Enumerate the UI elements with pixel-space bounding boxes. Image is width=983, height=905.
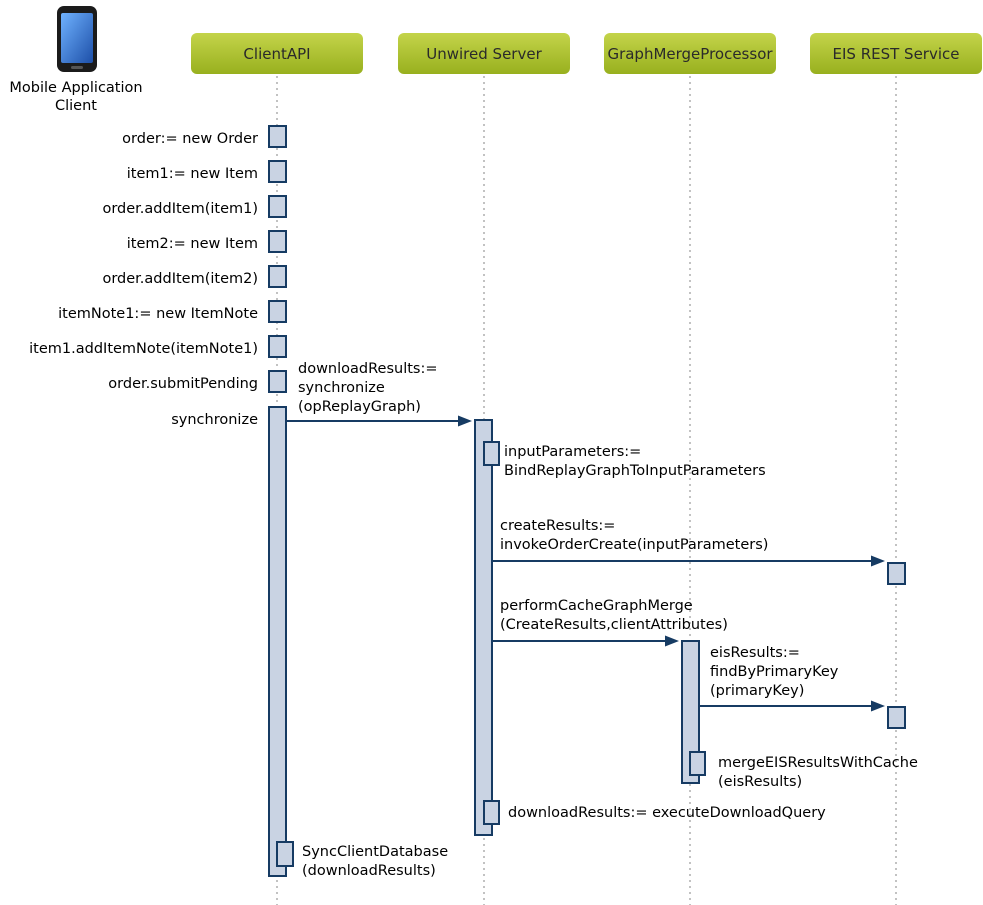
svg-text:BindReplayGraphToInputParamete: BindReplayGraphToInputParameters <box>504 463 766 479</box>
activation-client-syncdb <box>276 841 294 867</box>
client-call-label: item1.addItemNote(itemNote1) <box>29 341 258 357</box>
participant-unwired-server: Unwired Server <box>398 33 570 74</box>
client-call-label: order.addItem(item1) <box>102 201 258 217</box>
svg-text:downloadResults:= executeDownl: downloadResults:= executeDownloadQuery <box>508 805 826 821</box>
participant-clientapi: ClientAPI <box>191 33 363 74</box>
svg-text:(primaryKey): (primaryKey) <box>710 683 804 699</box>
client-call-label: itemNote1:= new ItemNote <box>58 306 258 322</box>
arrow-find-by-pk <box>699 700 885 712</box>
activation-client-5 <box>268 265 287 288</box>
client-call-label: order.addItem(item2) <box>102 271 258 287</box>
participant-clientapi-label: ClientAPI <box>243 45 310 63</box>
message-cache-merge: performCacheGraphMerge (CreateResults,cl… <box>500 598 728 633</box>
activation-client-synchronize <box>268 406 287 877</box>
arrow-cache-merge <box>492 635 679 647</box>
activation-client-7 <box>268 335 287 358</box>
activation-eis-find <box>887 706 906 729</box>
activation-client-4 <box>268 230 287 253</box>
message-find-by-pk: eisResults:= findByPrimaryKey (primaryKe… <box>710 645 839 699</box>
svg-text:(downloadResults): (downloadResults) <box>302 863 436 879</box>
svg-text:invokeOrderCreate(inputParamet: invokeOrderCreate(inputParameters) <box>500 537 768 553</box>
client-call-label: order.submitPending <box>108 376 258 392</box>
participant-graphmergeprocessor-label: GraphMergeProcessor <box>607 45 773 63</box>
arrow-create-results <box>492 555 885 567</box>
message-sync-call: downloadResults:= synchronize (opReplayG… <box>298 361 438 415</box>
activation-server-download <box>483 800 500 825</box>
message-bind-params: inputParameters:= BindReplayGraphToInput… <box>504 444 766 479</box>
actor-label-line2: Client <box>55 98 97 114</box>
svg-text:(CreateResults,clientAttribute: (CreateResults,clientAttributes) <box>500 617 728 633</box>
arrow-synchronize <box>286 415 472 427</box>
activation-client-6 <box>268 300 287 323</box>
svg-text:synchronize: synchronize <box>298 380 385 396</box>
svg-text:performCacheGraphMerge: performCacheGraphMerge <box>500 598 693 614</box>
svg-text:SyncClientDatabase: SyncClientDatabase <box>302 844 448 860</box>
svg-text:eisResults:=: eisResults:= <box>710 645 800 661</box>
activation-server-bind <box>483 441 500 466</box>
svg-text:downloadResults:=: downloadResults:= <box>298 361 438 377</box>
activation-server-main <box>474 419 493 836</box>
svg-text:(eisResults): (eisResults) <box>718 774 802 790</box>
participant-eis-rest-service: EIS REST Service <box>810 33 982 74</box>
activation-merge-main <box>681 640 700 784</box>
participant-graphmergeprocessor: GraphMergeProcessor <box>604 33 776 74</box>
message-create-results: createResults:= invokeOrderCreate(inputP… <box>500 518 768 553</box>
svg-text:mergeEISResultsWithCache: mergeEISResultsWithCache <box>718 755 918 771</box>
message-merge-eis: mergeEISResultsWithCache (eisResults) <box>718 755 918 790</box>
participant-unwired-server-label: Unwired Server <box>426 45 542 63</box>
svg-text:(opReplayGraph): (opReplayGraph) <box>298 399 421 415</box>
activation-client-3 <box>268 195 287 218</box>
svg-text:findByPrimaryKey: findByPrimaryKey <box>710 664 839 680</box>
message-download-query: downloadResults:= executeDownloadQuery <box>508 805 826 821</box>
activation-eis-create <box>887 562 906 585</box>
message-sync-db: SyncClientDatabase (downloadResults) <box>302 844 448 879</box>
client-call-label: order:= new Order <box>122 131 258 147</box>
participant-eis-rest-service-label: EIS REST Service <box>833 45 960 63</box>
svg-text:createResults:=: createResults:= <box>500 518 615 534</box>
activation-client-2 <box>268 160 287 183</box>
client-call-label: item1:= new Item <box>127 166 258 182</box>
client-call-label: item2:= new Item <box>127 236 258 252</box>
activation-client-8 <box>268 370 287 393</box>
client-call-label: synchronize <box>171 412 258 428</box>
actor-label-line1: Mobile Application <box>9 80 142 96</box>
svg-text:inputParameters:=: inputParameters:= <box>504 444 641 460</box>
mobile-phone-icon <box>57 6 97 72</box>
activation-client-1 <box>268 125 287 148</box>
activation-merge-self <box>689 751 706 776</box>
